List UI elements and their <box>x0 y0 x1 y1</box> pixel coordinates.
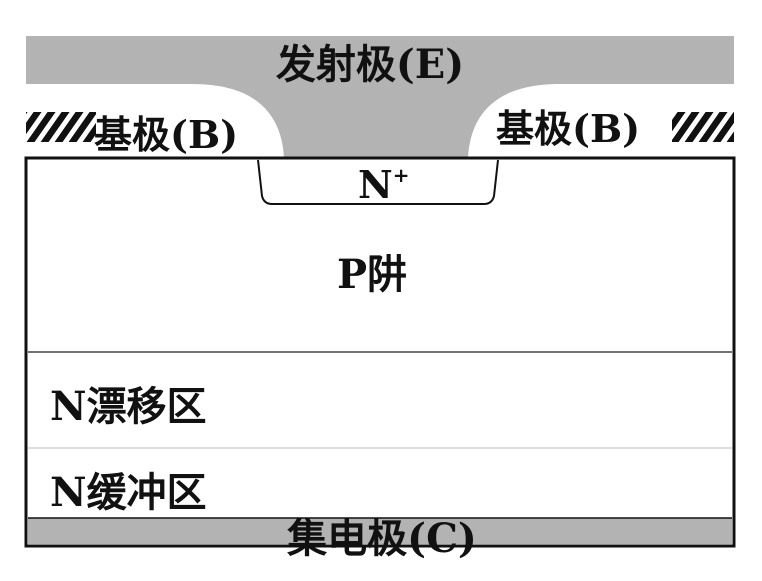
p-well-label: P阱 <box>337 251 407 298</box>
n-drift-label: N漂移区 <box>50 383 207 430</box>
n-plus-superscript: + <box>393 163 410 187</box>
base-right-hatch <box>672 112 734 142</box>
emitter-metal <box>26 36 734 158</box>
n-plus-letter: N <box>358 162 393 207</box>
collector-metal <box>28 518 732 544</box>
n-plus-label: N+ <box>358 162 410 207</box>
collector-label: 集电极(C) <box>286 515 477 562</box>
base-right-label: 基极(B) <box>496 106 640 151</box>
base-left-hatch <box>26 112 96 142</box>
emitter-label: 发射极(E) <box>276 41 464 88</box>
n-plus-region <box>257 159 499 205</box>
n-buffer-label: N缓冲区 <box>50 469 207 516</box>
base-left-label: 基极(B) <box>94 112 238 157</box>
